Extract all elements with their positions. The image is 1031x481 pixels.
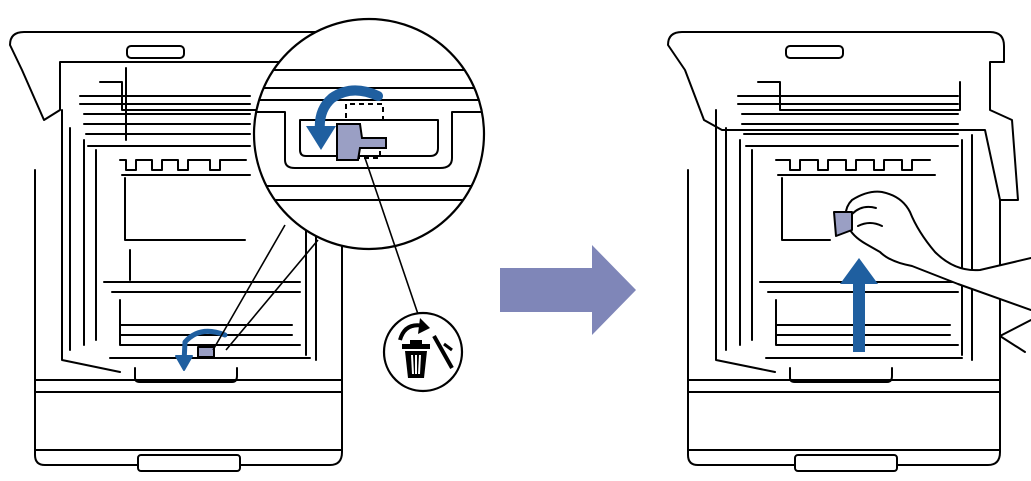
right-arrow-icon [500,245,636,335]
printer-left-open [9,31,343,472]
lever-part [336,123,387,161]
trash-can-icon [382,311,464,393]
curved-arrow-icon [306,85,383,150]
zoom-line-right [225,239,319,351]
hand-illustration [833,190,1031,353]
magnifier-detail [252,17,486,321]
printer-right-open [667,31,1019,472]
up-arrow-icon [840,258,878,352]
zoom-line-left [212,224,286,351]
lever-part-removed [833,211,853,237]
